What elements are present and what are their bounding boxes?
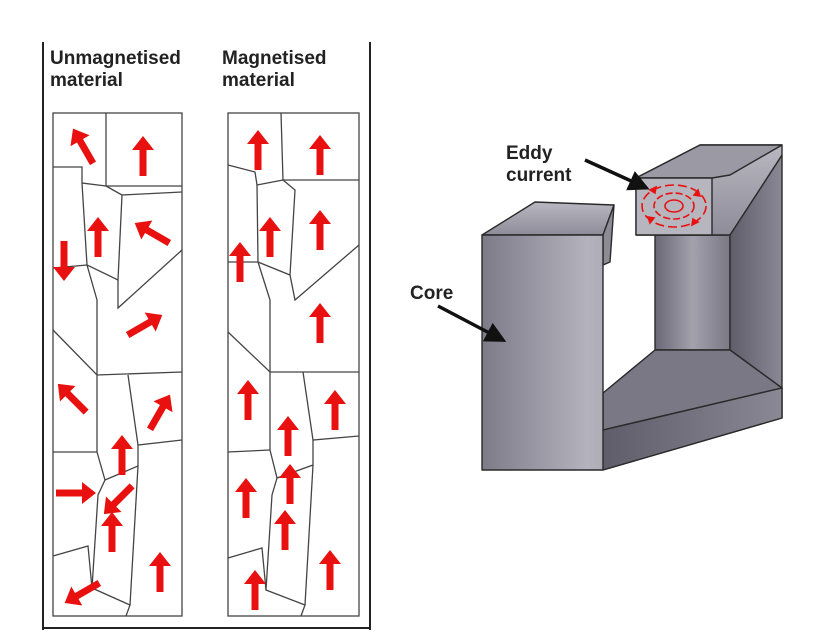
magnetised-title: Magnetised material [222,48,327,92]
domain-boundary [289,244,360,302]
eddy-label-line2: current [506,165,572,186]
red-arrow-icon [247,130,269,170]
unmagnetised-title-line1: Unmagnetised [50,48,181,69]
eddy-middle-loop [653,192,695,220]
red-arrow-icon [279,464,301,504]
eddy-arrowhead [692,188,702,198]
core-front-limb-top [481,201,615,236]
red-arrow-icon [274,510,296,550]
magnetised-arrows [229,130,346,610]
core-bottom-side [602,387,783,471]
domain-boundary [227,449,271,453]
red-arrow-icon [319,550,341,590]
domain-boundary [257,261,271,372]
magnetised-title-line2: material [222,70,295,91]
red-arrow-icon [309,303,331,343]
domain-boundary [121,191,183,196]
red-arrow-icon [229,242,251,282]
magnetised-panel [227,112,360,617]
red-arrow-icon [324,390,346,430]
eddy-pointer-arrow [584,158,650,191]
red-arrow-icon [134,220,172,247]
red-arrow-icon [235,478,257,518]
transformer-core [481,144,783,471]
red-arrow-icon [146,394,173,432]
red-arrow-icon [103,483,135,515]
red-arrow-icon [259,217,281,257]
red-arrow-icon [309,210,331,250]
domain-boundary [53,166,107,187]
domain-boundary [86,264,98,375]
unmagnetised-arrows [53,128,173,606]
unmagnetised-title: Unmagnetised material [50,48,181,92]
core-back-limb-front [654,234,731,351]
domain-boundary [304,464,314,606]
magnetised-panel-border [227,112,360,617]
core-pointer-arrow [437,304,507,342]
red-arrow-icon [132,136,154,176]
red-arrow-icon [125,312,163,339]
magnetised-title-line1: Magnetised [222,48,327,69]
domain-boundary [117,249,183,310]
unmagnetised-title-line2: material [50,70,123,91]
domain-boundary [227,164,284,186]
eddy-current-icon [641,184,707,228]
red-arrow-icon [277,416,299,456]
red-arrow-icon [244,570,266,610]
eddy-arrowhead [648,185,658,195]
red-arrow-icon [56,482,96,504]
eddy-outer-loop [641,184,707,228]
domain-boundary [265,477,278,591]
red-arrow-icon [149,552,171,592]
red-arrow-icon [53,241,75,281]
eddy-arrowhead [646,215,656,225]
eddy-arrowhead [690,217,700,227]
eddy-current-label: Eddy current [506,143,571,187]
domain-boundary [91,479,106,589]
red-arrow-icon [57,383,89,415]
red-arrow-icon [70,128,97,166]
core-label: Core [410,283,454,304]
unmagnetised-panel-border [52,112,183,617]
red-arrow-icon [111,435,133,475]
red-arrow-icon [87,217,109,257]
red-arrow-icon [64,579,102,606]
red-arrow-icon [309,135,331,175]
unmagnetised-panel [52,112,183,617]
eddy-inner-loop [664,199,684,213]
red-arrow-icon [101,512,123,552]
red-arrow-icon [237,380,259,420]
domain-boundary [129,465,139,606]
eddy-label-line1: Eddy [506,143,553,164]
